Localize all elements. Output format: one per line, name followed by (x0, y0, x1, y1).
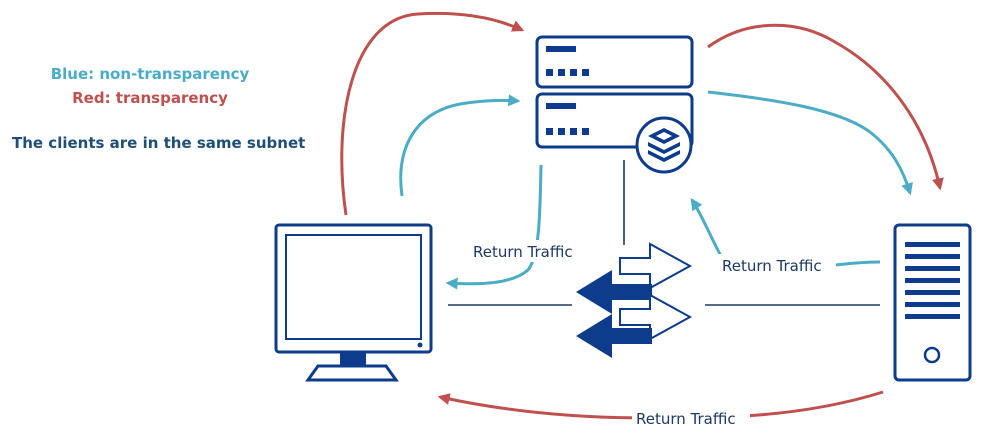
blue-arrow-client-to-proxy (399, 94, 521, 197)
subnet-note: The clients are in the same subnet (12, 134, 306, 152)
bidirectional-arrows-switch-icon (576, 242, 693, 358)
blue-arrow-proxy-to-server (707, 90, 913, 196)
return-traffic-label-bottom: Return Traffic (636, 410, 736, 428)
return-traffic-label-right: Return Traffic (722, 257, 822, 275)
stacked-layers-logo-icon (635, 116, 693, 174)
red-arrow-proxy-to-server (707, 23, 944, 191)
legend-non-transparency: Blue: non-transparency (50, 65, 250, 83)
tower-server-icon (893, 223, 972, 382)
desktop-computer-icon (274, 223, 433, 382)
blue-arrow-return-from-server (692, 200, 881, 267)
red-arrow-client-to-proxy (340, 11, 525, 216)
return-traffic-label-left: Return Traffic (473, 243, 573, 261)
server-rack-unit-icon (535, 35, 694, 89)
legend-transparency: Red: transparency (72, 89, 228, 107)
blue-arrow-return-to-client (445, 164, 543, 290)
